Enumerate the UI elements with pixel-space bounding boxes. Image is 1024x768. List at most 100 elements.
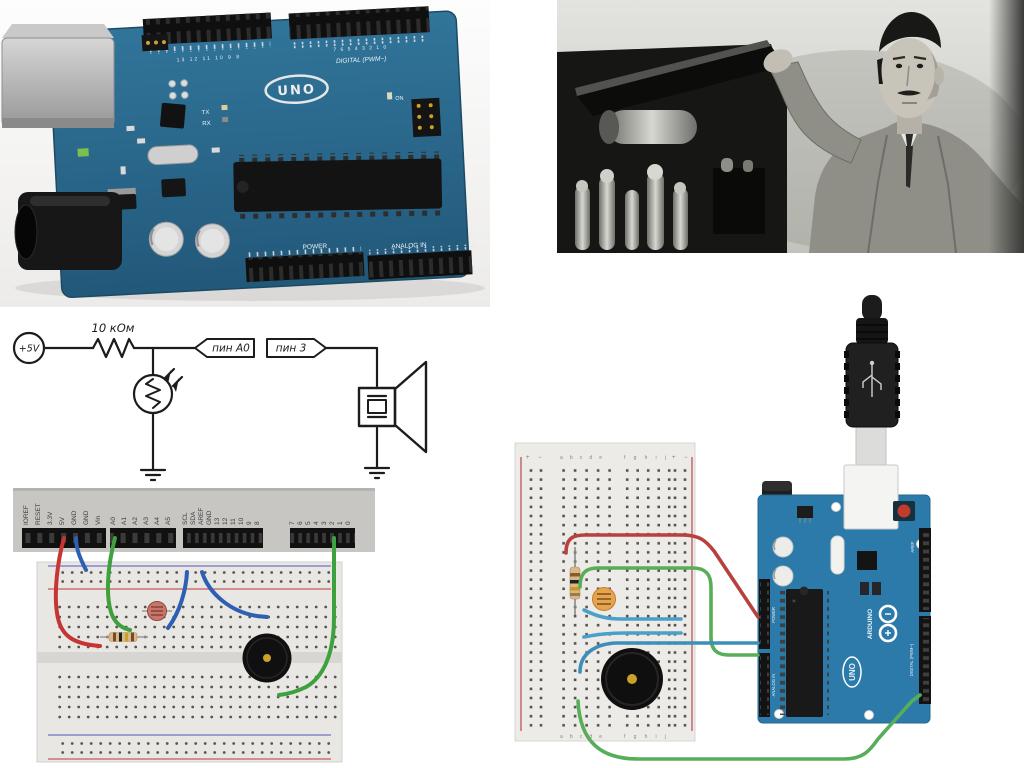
hand (763, 49, 793, 73)
resistor-10k (569, 547, 581, 615)
pin-label: SDA (190, 511, 197, 525)
eye (895, 63, 903, 69)
photoresistor (142, 601, 172, 621)
arduino-photo-art: 13 12 11 10 9 8 7 6 5 4 3 2 1 0 DIGITAL … (0, 0, 490, 307)
pin-label: GND (71, 510, 78, 525)
pin-label: 10 (238, 517, 245, 525)
theremin-cabinet (557, 40, 787, 253)
analog-in-label: ANALOG IN (391, 242, 427, 251)
ground-symbol (363, 466, 391, 480)
theremin-photo-art (557, 0, 1024, 253)
raised-arm (768, 61, 862, 164)
rail-plus: + (672, 455, 676, 461)
chip-square (857, 551, 877, 570)
edge-shadow (989, 0, 1024, 253)
column-letters-right-bottom: f g h i j (624, 734, 672, 740)
pin-label: 2 (329, 521, 336, 525)
pin-3-tag (266, 338, 327, 358)
wire-blue-jumper (166, 570, 189, 630)
component-box (713, 168, 765, 234)
wire-red-5v (53, 536, 102, 648)
circuit-schematic: +5V 10 кОм пин A0 пин 3 (5, 318, 445, 498)
pin-label: A4 (154, 517, 161, 525)
crystal (830, 535, 845, 575)
schematic-art: +5V 10 кОм пин A0 пин 3 (12, 321, 428, 482)
digital-pwm-label: DIGITAL (PWM~) (909, 643, 914, 676)
vacuum-tube (599, 176, 615, 250)
digital-pin-numbers-right: 7 6 5 4 3 2 1 0 (333, 44, 388, 53)
digital-pin-numbers-left: 13 12 11 10 9 8 (177, 54, 242, 63)
voltage-regulator (797, 506, 813, 518)
via-pad (168, 79, 177, 88)
pin-label: AREF (198, 508, 205, 525)
power-jack (14, 192, 122, 270)
pin-label: GND (206, 510, 213, 525)
speaker-cone (393, 360, 428, 454)
pin-label: A3 (143, 517, 150, 525)
hair (879, 12, 941, 52)
pin-label: Vin (95, 515, 102, 525)
reset-button (897, 504, 911, 518)
atmega-chip (233, 151, 443, 219)
theremin-inventor (763, 12, 1024, 253)
usb-trident-icon (862, 360, 882, 397)
pin-label: A2 (132, 517, 139, 525)
pin-label: IOREF (23, 505, 30, 525)
usb-interface-chip (160, 102, 186, 129)
digital-pwm-label: DIGITAL (PWM~) (336, 55, 387, 65)
pin-label: 9 (246, 521, 253, 525)
wire-red-5v (564, 533, 760, 619)
resonator (872, 582, 881, 595)
theremin-photo (557, 0, 1024, 253)
on-label: ON (395, 96, 404, 102)
pin-label: 5 (305, 521, 312, 525)
right-wiring-art: a b c d e f g h i j + − + − a b c d e f … (514, 295, 931, 761)
capacitor (772, 536, 794, 558)
light-arrow (165, 370, 171, 384)
pin-label: RESET (35, 503, 42, 525)
buzzer-symbol (357, 386, 397, 428)
pin-label: 4 (313, 521, 320, 525)
arduino-board: 13 12 11 10 9 8 7 6 5 4 3 2 1 0 DIGITAL … (48, 6, 478, 299)
pin-a0-label: пин A0 (212, 343, 250, 355)
wire-green-a0 (578, 566, 760, 657)
pin-label: 13 (214, 517, 221, 525)
ear (934, 67, 944, 85)
uno-logo-text: UNO (277, 82, 316, 99)
rx-label: RX (202, 121, 211, 127)
light-arrow (173, 378, 179, 392)
arduino-logo (878, 604, 898, 643)
pin-label: 12 (222, 517, 229, 525)
on-led (386, 92, 393, 100)
pin-label: GND (83, 510, 90, 525)
arduino-brand-text: ARDUINO (867, 609, 874, 639)
pin-label: 5V (59, 516, 66, 525)
rx-led (221, 116, 229, 123)
power-label: POWER (302, 243, 327, 251)
power-label: POWER (771, 607, 776, 623)
resistor-value-label: 10 кОм (92, 321, 135, 335)
wire-blue-jumper (200, 570, 269, 619)
column-letters-left-bottom: a b c d e (560, 734, 608, 740)
column-letters-left: a b c d e (560, 455, 608, 461)
usb-connector (1, 24, 115, 128)
vacuum-tube (647, 172, 664, 250)
rail-minus: − (538, 455, 542, 461)
supply-label: +5V (19, 344, 41, 355)
pin-label: 3 (321, 521, 328, 525)
wire-green-a0 (105, 536, 132, 632)
pin-a0-tag (194, 338, 255, 358)
atmega-dip-chip (780, 586, 829, 717)
vacuum-tube (625, 190, 639, 250)
mounting-hole (864, 710, 874, 720)
breadboard (36, 561, 343, 763)
coil-cylinder (607, 110, 697, 144)
suit (809, 120, 1024, 253)
resistor-symbol (91, 337, 136, 359)
arduino-uno-board: ARDUINO UNO AREF DIGITAL (PWM~) POWER AN… (757, 295, 931, 724)
left-wiring-art: IOREF RESET 3.3V 5V GND GND Vin A0 A1 A2… (13, 488, 375, 763)
buzzer (242, 633, 292, 683)
vacuum-tube (673, 188, 688, 250)
eye (916, 63, 924, 69)
